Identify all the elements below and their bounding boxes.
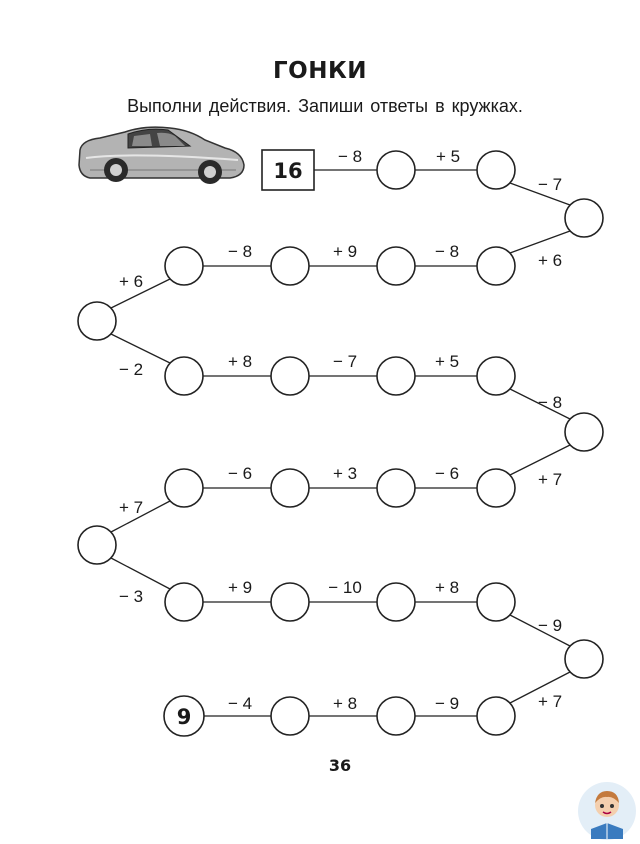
operation-label: − 8 bbox=[538, 393, 562, 412]
answer-circle[interactable] bbox=[270, 696, 310, 736]
start-box: 16 bbox=[261, 149, 315, 191]
race-car-icon bbox=[78, 126, 245, 184]
answer-circle[interactable] bbox=[476, 696, 516, 736]
answer-circle[interactable] bbox=[164, 246, 204, 286]
answer-circle[interactable] bbox=[270, 468, 310, 508]
answer-circle[interactable] bbox=[376, 150, 416, 190]
answer-circle[interactable] bbox=[164, 356, 204, 396]
answer-circle[interactable] bbox=[77, 525, 117, 565]
operation-label: − 2 bbox=[119, 360, 143, 379]
track-lines bbox=[110, 169, 571, 717]
boy-reading-icon bbox=[578, 782, 636, 840]
operation-label: − 4 bbox=[228, 694, 252, 713]
operation-label: − 6 bbox=[435, 464, 459, 483]
operation-label: + 8 bbox=[228, 352, 252, 371]
operation-label: + 5 bbox=[435, 352, 459, 371]
answer-circle[interactable] bbox=[564, 198, 604, 238]
operation-label: + 9 bbox=[228, 578, 252, 597]
track-line bbox=[509, 230, 571, 254]
answer-circle[interactable] bbox=[476, 582, 516, 622]
operation-label: − 7 bbox=[333, 352, 357, 371]
operation-label: + 8 bbox=[333, 694, 357, 713]
operation-label: − 6 bbox=[228, 464, 252, 483]
answer-circle[interactable] bbox=[376, 696, 416, 736]
operation-labels: − 8 + 5 − 7 + 6 − 8 + 9 − 8 + 6 − 2 + 8 − 7 + 5 − 8 +… bbox=[119, 147, 562, 713]
answer-circle[interactable] bbox=[270, 246, 310, 286]
page-title: ГОНКИ bbox=[272, 58, 367, 84]
operation-label: + 8 bbox=[435, 578, 459, 597]
operation-label: − 9 bbox=[435, 694, 459, 713]
answer-circle[interactable] bbox=[270, 356, 310, 396]
track-line bbox=[509, 671, 571, 704]
answer-circle[interactable] bbox=[376, 246, 416, 286]
operation-label: + 5 bbox=[436, 147, 460, 166]
operation-label: − 3 bbox=[119, 587, 143, 606]
operation-label: − 10 bbox=[328, 578, 362, 597]
operation-label: + 6 bbox=[119, 272, 143, 291]
operation-label: − 8 bbox=[338, 147, 362, 166]
answer-circle[interactable] bbox=[476, 150, 516, 190]
answer-circle[interactable] bbox=[164, 582, 204, 622]
operation-label: − 8 bbox=[228, 242, 252, 261]
operation-label: − 8 bbox=[435, 242, 459, 261]
operation-label: + 3 bbox=[333, 464, 357, 483]
start-value: 16 bbox=[273, 159, 302, 183]
track-line bbox=[509, 182, 571, 206]
answer-circle[interactable] bbox=[376, 582, 416, 622]
answer-circle[interactable] bbox=[476, 356, 516, 396]
answer-circle[interactable] bbox=[376, 468, 416, 508]
operation-label: + 7 bbox=[538, 470, 562, 489]
track-line bbox=[509, 444, 571, 476]
track-line bbox=[509, 614, 571, 647]
answer-circle[interactable] bbox=[270, 582, 310, 622]
track-line bbox=[110, 557, 171, 590]
track-line bbox=[110, 500, 171, 533]
answer-circle[interactable] bbox=[376, 356, 416, 396]
track-line bbox=[509, 388, 571, 420]
operation-label: + 9 bbox=[333, 242, 357, 261]
operation-label: − 7 bbox=[538, 175, 562, 194]
track-line bbox=[110, 333, 171, 364]
operation-label: − 9 bbox=[538, 616, 562, 635]
track-line bbox=[110, 278, 171, 309]
end-circle: 9 bbox=[163, 695, 205, 737]
operation-label: + 7 bbox=[119, 498, 143, 517]
instruction-text: Выполни действия. Запиши ответы в кружка… bbox=[127, 96, 523, 116]
operation-label: + 6 bbox=[538, 251, 562, 270]
answer-circle[interactable] bbox=[164, 468, 204, 508]
page-number: 36 bbox=[328, 756, 352, 775]
answer-circle[interactable] bbox=[476, 246, 516, 286]
answer-circle[interactable] bbox=[476, 468, 516, 508]
answer-circles bbox=[77, 150, 604, 736]
answer-circle[interactable] bbox=[77, 301, 117, 341]
answer-circle[interactable] bbox=[564, 412, 604, 452]
operation-label: + 7 bbox=[538, 692, 562, 711]
end-value: 9 bbox=[177, 705, 192, 729]
answer-circle[interactable] bbox=[564, 639, 604, 679]
